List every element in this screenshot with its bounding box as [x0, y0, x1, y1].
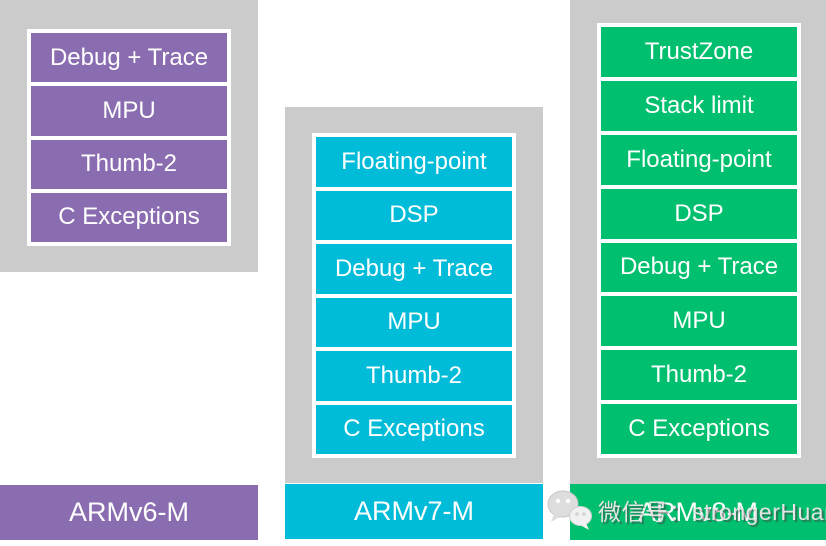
- armv6m-panel: Debug + Trace MPU Thumb-2 C Exceptions: [0, 0, 258, 272]
- feature-box: Floating-point: [601, 134, 797, 185]
- feature-box: Debug + Trace: [601, 242, 797, 293]
- armv7m-feature-stack: Floating-point DSP Debug + Trace MPU Thu…: [312, 133, 516, 458]
- feature-label: Debug + Trace: [334, 254, 494, 282]
- feature-label: Debug + Trace: [49, 43, 209, 71]
- feature-label: MPU: [672, 307, 726, 335]
- feature-label: MPU: [102, 96, 156, 124]
- column-label: ARMv8-M: [638, 496, 758, 527]
- armv8m-feature-stack: TrustZone Stack limit Floating-point DSP…: [597, 23, 801, 458]
- watermark-text: 微信号：strongerHuang: [598, 499, 826, 525]
- feature-label: Thumb-2: [650, 361, 748, 389]
- feature-box: Floating-point: [316, 137, 512, 187]
- column-label: ARMv6-M: [69, 497, 189, 527]
- feature-box: Thumb-2: [601, 350, 797, 401]
- feature-box: MPU: [601, 296, 797, 347]
- armv8m-footer: ARMv8-M: [570, 484, 826, 540]
- feature-label: MPU: [387, 308, 441, 336]
- armv6m-footer: ARMv6-M: [0, 485, 258, 540]
- feature-box: DSP: [601, 188, 797, 239]
- feature-box: TrustZone: [601, 27, 797, 77]
- feature-box: MPU: [31, 86, 227, 136]
- column-label: ARMv7-M: [354, 496, 474, 526]
- feature-label: DSP: [674, 199, 724, 227]
- feature-box: MPU: [316, 297, 512, 347]
- feature-box: Thumb-2: [31, 139, 227, 189]
- watermark: 微信号：strongerHuang: [546, 488, 826, 532]
- feature-box: Debug + Trace: [316, 244, 512, 294]
- feature-label: Floating-point: [626, 145, 772, 173]
- armv7m-panel: Floating-point DSP Debug + Trace MPU Thu…: [285, 107, 543, 483]
- wechat-icon: [547, 490, 592, 530]
- feature-label: Thumb-2: [365, 361, 463, 389]
- feature-label: Thumb-2: [80, 150, 178, 178]
- feature-box: C Exceptions: [31, 192, 227, 242]
- feature-label: Stack limit: [644, 91, 754, 119]
- feature-box: Debug + Trace: [31, 33, 227, 83]
- feature-box: C Exceptions: [601, 404, 797, 454]
- feature-label: Debug + Trace: [619, 253, 779, 281]
- feature-box: DSP: [316, 190, 512, 240]
- feature-label: Floating-point: [341, 147, 487, 175]
- armv7m-footer: ARMv7-M: [285, 484, 543, 539]
- feature-label: C Exceptions: [58, 203, 200, 231]
- feature-box: Thumb-2: [316, 351, 512, 401]
- feature-box: C Exceptions: [316, 404, 512, 454]
- feature-box: Stack limit: [601, 80, 797, 131]
- feature-label: TrustZone: [644, 37, 754, 65]
- armv6m-feature-stack: Debug + Trace MPU Thumb-2 C Exceptions: [27, 29, 231, 246]
- armv8m-panel: TrustZone Stack limit Floating-point DSP…: [570, 0, 826, 484]
- feature-label: C Exceptions: [343, 415, 485, 443]
- feature-label: C Exceptions: [628, 415, 770, 443]
- feature-label: DSP: [389, 201, 439, 229]
